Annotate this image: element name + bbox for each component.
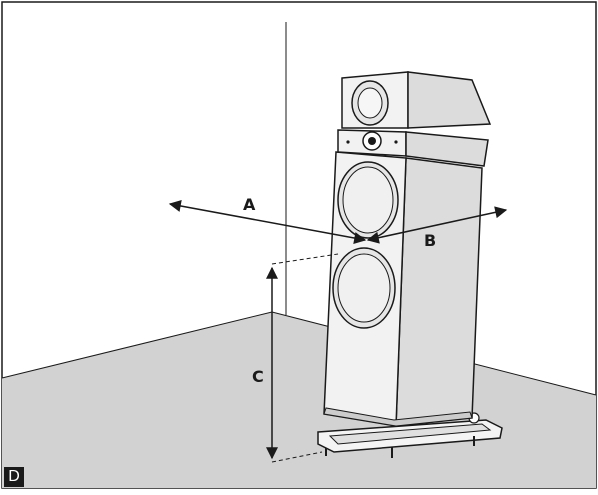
left-floor-edge (1, 311, 273, 379)
label-b: B (424, 231, 436, 250)
label-a: A (243, 195, 256, 214)
speaker-upper-woofer (337, 161, 399, 239)
arrow-a (168, 200, 367, 244)
dimension-c-bottom-line (271, 451, 323, 463)
floor (2, 312, 596, 488)
speaker-top-module (341, 71, 492, 129)
speaker-mid-module (337, 129, 489, 167)
speaker-lower-woofer (332, 247, 396, 329)
arrow-b (366, 206, 508, 244)
panel-letter-badge: D (4, 467, 24, 487)
speaker-stand (317, 412, 503, 458)
label-c: C (252, 367, 264, 386)
